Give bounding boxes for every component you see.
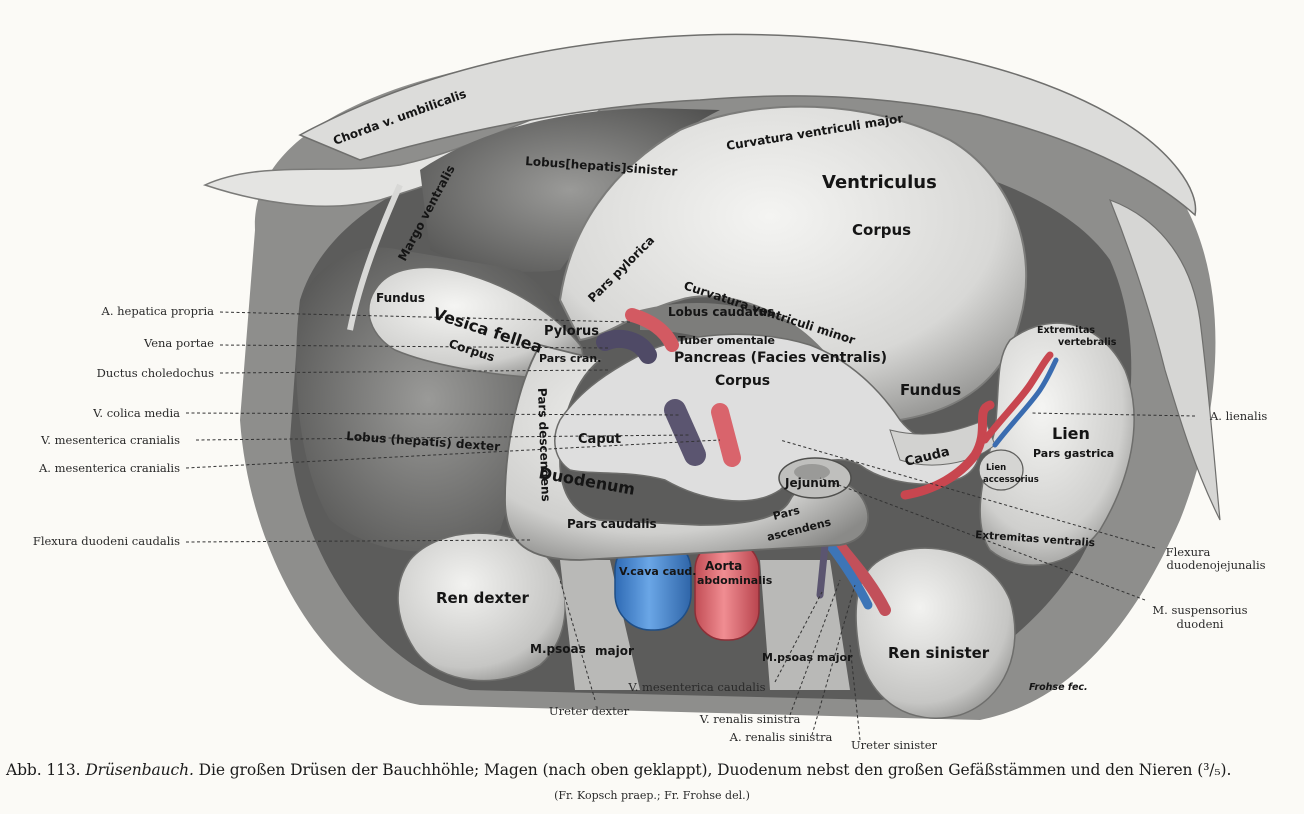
peritoneal-flap-top — [298, 33, 1197, 217]
label-pars-cran: Pars cran. — [539, 352, 601, 365]
pancreas — [554, 333, 980, 502]
renal-vessels-left — [829, 534, 891, 616]
label-lien: Lien — [1052, 424, 1090, 443]
label-vena-portae: Vena portae — [143, 336, 214, 350]
label-pars-descendens: Pars descendens — [535, 388, 553, 502]
label-caput: Caput — [578, 432, 621, 447]
ren-dexter — [397, 532, 566, 682]
v-mesenterica-cranialis-vessel — [664, 399, 706, 466]
a-lienalis-vessel — [900, 400, 995, 500]
renal-vein-left — [825, 540, 873, 610]
figure-credit: (Fr. Kopsch praep.; Fr. Frohse del.) — [554, 789, 750, 802]
label-ductus-choledochus: Ductus choledochus — [97, 366, 214, 380]
leader-lines — [185, 311, 1196, 741]
caption-text: Die großen Drüsen der Bauchhöhle; Magen … — [198, 761, 1232, 779]
label-vcava: V.cava caud. — [619, 565, 696, 578]
ren-sinister — [855, 547, 1016, 719]
m-psoas-dexter — [560, 560, 640, 690]
label-lobus-caudatus: Lobus caudatus — [668, 305, 774, 319]
label-psoas-r-1: M.psoas — [530, 642, 586, 656]
label-m-suspensorius-2: duodeni — [1177, 617, 1224, 631]
label-flexura-duodenojejunalis-1: Flexura — [1166, 545, 1211, 559]
label-fundus-vent: Fundus — [900, 381, 961, 399]
label-ureter-sinister: Ureter sinister — [851, 738, 938, 752]
label-aorta-2: abdominalis — [697, 574, 773, 587]
label-signature: Frohse fec. — [1029, 682, 1088, 693]
jejunum-lumen — [794, 464, 830, 480]
label-a-hepatica-propria: A. hepatica propria — [101, 304, 215, 318]
label-v-renalis-sinistra: V. renalis sinistra — [699, 712, 801, 726]
peritoneal-flap-right — [1108, 198, 1221, 521]
label-a-renalis-sinistra: A. renalis sinistra — [729, 730, 833, 744]
splenic-vessels-hilum — [981, 351, 1054, 444]
label-lien-acc-2: accessorius — [983, 475, 1039, 485]
label-lien-acc-1: Lien — [986, 463, 1006, 473]
label-aorta-1: Aorta — [705, 559, 742, 573]
liver-lobus-sinister — [420, 108, 720, 272]
label-fundus-gb: Fundus — [376, 291, 425, 305]
figure-caption: Abb. 113. Drüsenbauch. Die großen Drüsen… — [6, 761, 1304, 779]
label-v-mesenterica-cranialis: V. mesenterica cranialis — [40, 433, 180, 447]
label-psoas-l: M.psoas major — [762, 651, 853, 664]
label-ureter-dexter: Ureter dexter — [549, 704, 630, 718]
caption-title: Drüsenbauch. — [85, 761, 194, 779]
label-corpus-vent: Corpus — [852, 221, 911, 239]
lien-accessorius — [978, 449, 1024, 491]
label-extremitas-vert-1: Extremitas — [1037, 325, 1095, 336]
label-pars-gastrica: Pars gastrica — [1033, 447, 1114, 460]
a-hepatica-vessel — [625, 308, 679, 352]
v-mesenterica-caudalis-vessel — [816, 541, 829, 599]
label-tuber-omentale: Tuber omentale — [678, 334, 775, 347]
aorta-abdominalis — [694, 539, 760, 641]
label-pylorus: Pylorus — [544, 324, 599, 339]
m-psoas-sinister — [760, 560, 850, 690]
splenic-vein-hilum — [992, 357, 1059, 448]
label-corpus-panc: Corpus — [715, 373, 770, 389]
label-ren-sinister: Ren sinister — [888, 644, 990, 662]
label-a-mesenterica-cranialis: A. mesenterica cranialis — [38, 461, 180, 475]
label-ventriculus: Ventriculus — [822, 172, 937, 193]
label-psoas-r-2: major — [595, 644, 634, 658]
margo-ventralis-edge — [347, 183, 403, 331]
label-v-mesenterica-caudalis: V. mesenterica caudalis — [627, 680, 765, 694]
vena-portae-vessel — [596, 329, 657, 364]
label-pars-caudalis: Pars caudalis — [567, 517, 657, 531]
label-ren-dexter: Ren dexter — [436, 589, 530, 607]
label-flexura-duodeni-caudalis: Flexura duodeni caudalis — [33, 534, 180, 548]
caption-prefix: Abb. 113. — [6, 761, 81, 779]
label-flexura-duodenojejunalis-2: duodenojejunalis — [1166, 558, 1265, 572]
label-m-suspensorius-1: M. suspensorius — [1152, 603, 1247, 617]
label-pancreas: Pancreas (Facies ventralis) — [674, 350, 887, 366]
label-pars-ascendens-1: Pars — [772, 504, 802, 523]
label-extremitas-vert-2: vertebralis — [1058, 337, 1117, 348]
label-jejunum: Jejunum — [784, 476, 840, 490]
a-mesenterica-cranialis-vessel — [711, 403, 741, 467]
label-v-colica-media: V. colica media — [92, 406, 180, 420]
label-a-lienalis: A. lienalis — [1209, 409, 1267, 423]
